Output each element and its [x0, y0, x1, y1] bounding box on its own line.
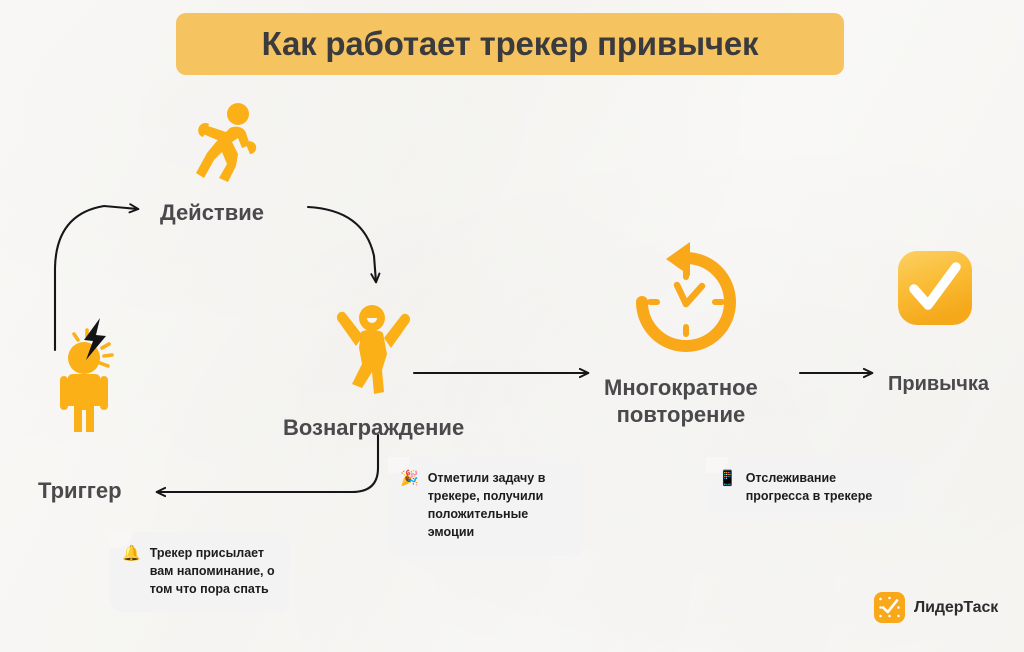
node-label-action: Действие	[160, 200, 264, 225]
brand-name: ЛидерТаск	[914, 598, 999, 616]
person-lightning-icon	[56, 316, 142, 439]
checkmark-badge-icon	[897, 250, 973, 331]
running-person-icon	[192, 102, 260, 189]
page-title: Как работает трекер привычек	[261, 25, 759, 62]
callout-trigger: 🔔 Трекер присылает вам напоминание, о то…	[110, 532, 290, 613]
callout-trigger-text: Трекер присылает вам напоминание, о том …	[149, 546, 275, 597]
brand-logo[interactable]: ЛидерТаск	[874, 592, 998, 623]
callout-reward-text: Отметили задачу в трекере, получили поло…	[427, 471, 546, 540]
node-label-reward: Вознаграждение	[283, 415, 465, 440]
bell-icon: 🔔	[122, 545, 141, 562]
leadertask-logo-icon	[874, 592, 905, 623]
arrow-reward-to-trigger	[155, 433, 380, 498]
page-title-banner: Как работает трекер привычек	[176, 13, 844, 75]
callout-reward: 🎉 Отметили задачу в трекере, получили по…	[388, 457, 584, 556]
callout-repeat-text: Отслеживание прогресса в трекере	[745, 471, 873, 504]
arrow-action-to-reward	[306, 205, 381, 284]
celebrating-person-icon	[332, 292, 414, 407]
node-label-trigger: Триггер	[38, 478, 122, 503]
node-label-repeat: Многократное повторение	[604, 375, 758, 427]
node-label-habit: Привычка	[888, 373, 990, 395]
mobile-phone-icon: 📱	[718, 470, 737, 487]
callout-repeat: 📱 Отслеживание прогресса в трекере	[706, 457, 911, 520]
clock-repeat-icon	[622, 238, 750, 361]
party-popper-icon: 🎉	[400, 470, 419, 487]
